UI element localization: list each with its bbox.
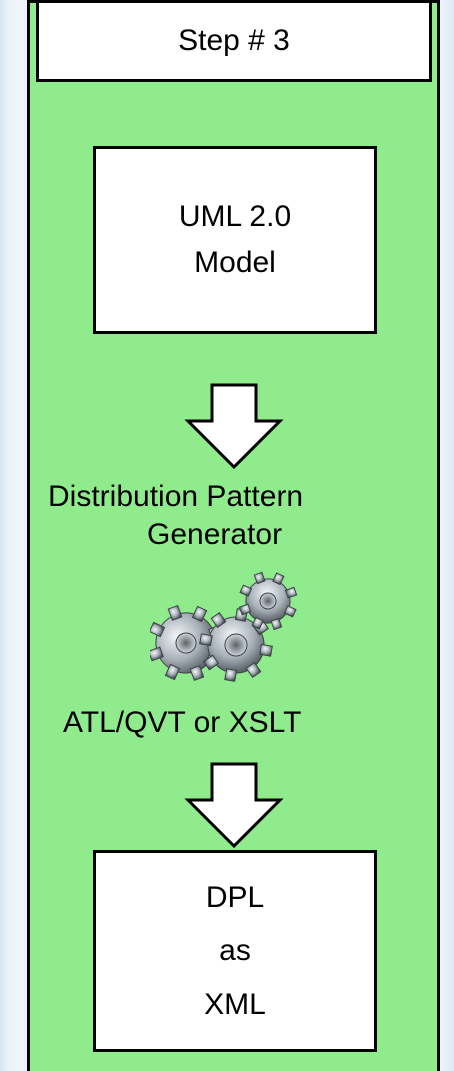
dpl-output-box: DPL as XML xyxy=(93,850,377,1052)
transform-label: ATL/QVT or XSLT xyxy=(63,706,302,739)
dpl-output-line-3: XML xyxy=(204,987,266,1021)
generator-label-line-2: Generator xyxy=(147,518,283,551)
dpl-output-line-1: DPL xyxy=(205,880,265,914)
gears-icon xyxy=(150,571,298,682)
generator-label-line-1: Distribution Pattern xyxy=(48,480,304,513)
down-arrow-icon xyxy=(184,383,284,469)
step-title-box: Step # 3 xyxy=(36,0,432,82)
dpl-output-line-2: as xyxy=(219,934,251,968)
step-title: Step # 3 xyxy=(178,24,290,57)
uml-model-box: UML 2.0 Model xyxy=(93,146,377,334)
down-arrow-icon xyxy=(184,762,284,848)
uml-model-line-1: UML 2.0 xyxy=(178,199,292,233)
uml-model-line-2: Model xyxy=(194,246,276,279)
